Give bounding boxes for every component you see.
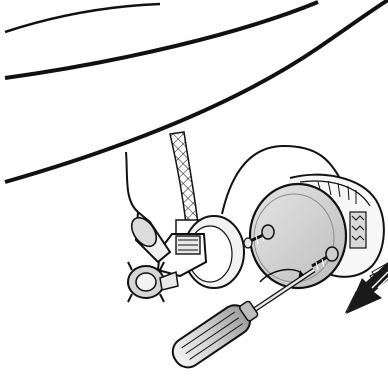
braided-hose-icon: [170, 132, 202, 234]
screwdriver-icon: [167, 270, 314, 373]
tank-underside: [5, 0, 388, 182]
